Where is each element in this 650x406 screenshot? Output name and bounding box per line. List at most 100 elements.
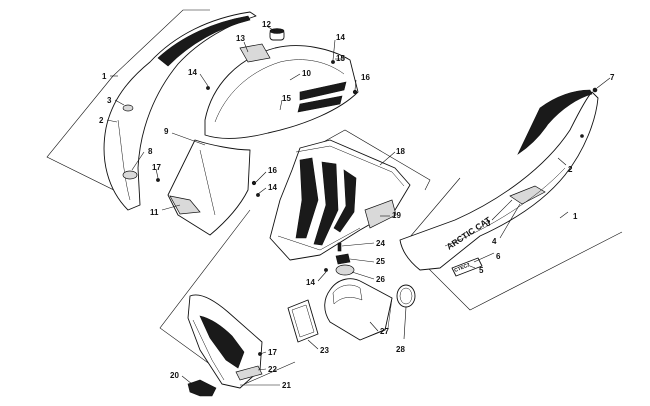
air-box-rim xyxy=(295,145,405,187)
leader-4 xyxy=(499,203,521,239)
hood-assembly xyxy=(156,28,359,236)
rivet-right-panel xyxy=(580,134,584,138)
nose-pan xyxy=(167,139,251,236)
callout-21: 21 xyxy=(282,381,291,390)
intake-duct xyxy=(324,278,393,341)
callout-1-right: 1 xyxy=(573,212,578,221)
leader-2a xyxy=(106,119,118,123)
callout-4: 4 xyxy=(492,237,497,246)
screw-14-right xyxy=(331,60,335,64)
leader-12 xyxy=(267,26,276,32)
callout-26: 26 xyxy=(376,275,385,284)
leader-16a xyxy=(354,79,357,91)
air-box-filter xyxy=(364,199,397,229)
callout-9: 9 xyxy=(164,127,169,136)
leader-3b xyxy=(491,199,513,221)
leader-17b xyxy=(259,351,267,355)
callout-3-right: 3 xyxy=(486,219,491,228)
callout-8: 8 xyxy=(148,147,153,156)
leader-27 xyxy=(369,321,379,332)
leader-22 xyxy=(257,368,267,371)
air-box-interior-ribs xyxy=(295,157,357,246)
bumper-bracket-22 xyxy=(235,365,263,381)
callout-7: 7 xyxy=(610,73,615,82)
callout-23: 23 xyxy=(320,346,329,355)
screw-7 xyxy=(592,87,598,93)
screw-16-left xyxy=(251,180,257,186)
intake-duct-mouth xyxy=(332,284,363,305)
left-vent-insert xyxy=(122,104,134,112)
callout-19: 19 xyxy=(392,211,401,220)
callout-1-left: 1 xyxy=(102,72,107,81)
callout-16-mid: 16 xyxy=(268,166,277,175)
model-decal-badge xyxy=(451,257,483,277)
leader-14b xyxy=(332,39,336,61)
leader-13 xyxy=(243,41,249,53)
nose-grille xyxy=(169,195,201,215)
left-panel-crease xyxy=(117,119,131,201)
hose-clamp-28 xyxy=(396,284,416,308)
hose-clamp-28-inner xyxy=(399,287,413,305)
callout-14-right: 14 xyxy=(336,33,345,42)
callout-17-lower: 17 xyxy=(268,348,277,357)
leader-8 xyxy=(131,151,145,171)
intake-duct-flange xyxy=(359,297,393,341)
left-side-panel-group xyxy=(46,9,257,211)
callout-18: 18 xyxy=(396,147,405,156)
left-panel-trim-strip xyxy=(157,15,251,67)
leader-5 xyxy=(469,265,476,269)
leader-lines xyxy=(106,26,611,386)
callout-3-left: 3 xyxy=(107,96,112,105)
callout-10: 10 xyxy=(302,69,311,78)
callout-15-right: 15 xyxy=(336,54,345,63)
screw-16-right xyxy=(352,89,358,95)
callout-24: 24 xyxy=(376,239,385,248)
leader-3a xyxy=(114,99,125,106)
nose-pan-crease xyxy=(199,149,216,216)
leader-25 xyxy=(349,258,375,263)
leader-10 xyxy=(289,73,301,81)
fastener-17-left xyxy=(156,178,160,182)
leader-17a xyxy=(155,168,159,179)
leader-14d xyxy=(317,271,327,282)
leader-28 xyxy=(403,306,407,340)
bracket-line-1-right xyxy=(403,177,623,311)
right-panel-vent xyxy=(509,185,546,205)
callout-14-lower: 14 xyxy=(306,278,315,287)
callout-2-left: 2 xyxy=(99,116,104,125)
hood-grommet-top xyxy=(269,28,285,34)
leader-20 xyxy=(181,375,193,385)
air-box-tray xyxy=(269,139,411,261)
callout-16-right: 16 xyxy=(361,73,370,82)
leader-14a xyxy=(199,73,209,87)
lower-bellypan-group xyxy=(159,209,296,397)
screw-14-lower xyxy=(324,268,328,272)
screw-14-left xyxy=(256,193,260,197)
windshield-mount xyxy=(239,43,271,63)
callout-22: 22 xyxy=(268,365,277,374)
callout-28: 28 xyxy=(396,345,405,354)
callout-25: 25 xyxy=(376,257,385,266)
intake-duct-group xyxy=(287,242,416,343)
callout-12: 12 xyxy=(262,20,271,29)
lower-nose-pan-edge xyxy=(192,319,225,381)
callout-27: 27 xyxy=(380,327,389,336)
leader-23 xyxy=(307,339,319,350)
duct-seal-inner xyxy=(291,304,315,338)
callout-14-mid: 14 xyxy=(268,183,277,192)
callout-2-right: 2 xyxy=(568,165,573,174)
clip-25 xyxy=(335,253,351,265)
leader-11 xyxy=(161,204,181,211)
callout-labels: 1 1 2 2 3 3 4 5 6 7 8 9 10 11 12 13 14 1… xyxy=(99,20,615,390)
leader-2b xyxy=(557,157,567,166)
screw-24 xyxy=(337,242,342,252)
bracket-line-1-left xyxy=(46,75,131,199)
callout-5: 5 xyxy=(479,266,484,275)
callout-20: 20 xyxy=(170,371,179,380)
callout-17-left: 17 xyxy=(152,163,161,172)
callout-15-mid: 15 xyxy=(282,94,291,103)
callout-14-top: 14 xyxy=(188,68,197,77)
hood-inner-edge xyxy=(214,59,345,123)
right-panel-upper-trim xyxy=(517,89,593,155)
